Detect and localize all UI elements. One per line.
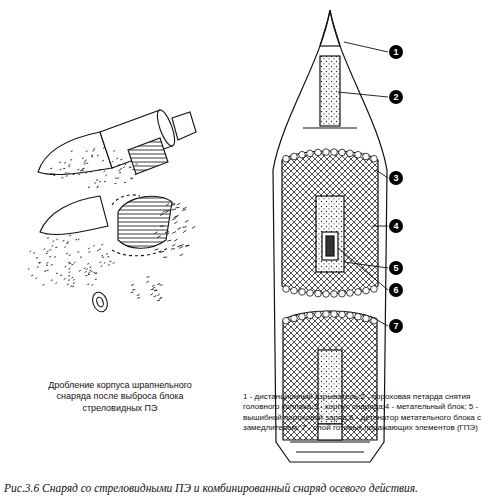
cap-joint	[303, 127, 357, 128]
callout-number: 2	[389, 90, 403, 104]
fuze	[320, 10, 340, 46]
callout-text: 3	[393, 174, 398, 183]
flechette-block	[128, 138, 168, 174]
flechette-block-open	[118, 196, 172, 248]
throwing-block-upper	[282, 151, 378, 294]
illustration-caption: Дробление корпуса шрапнельного снаряда п…	[36, 380, 204, 414]
callout-text: 1	[393, 48, 398, 57]
detonator-core	[326, 236, 334, 256]
expelling-charge	[316, 196, 344, 272]
base	[290, 442, 370, 452]
nose-cone	[38, 132, 112, 175]
leader-lines	[338, 42, 388, 326]
callout-number: 5	[389, 261, 403, 275]
ready-fragments	[283, 149, 378, 324]
detonator	[322, 232, 338, 260]
callout-number: 1	[389, 45, 403, 59]
callout-number: 7	[389, 319, 403, 333]
callout-number: 6	[389, 283, 403, 297]
base-disc	[90, 290, 110, 314]
callout-text: 7	[393, 322, 398, 331]
fuze-joint	[320, 45, 340, 46]
fragment-outline	[112, 195, 168, 256]
callout-text: 6	[393, 286, 398, 295]
fragment-spray	[28, 148, 196, 301]
callout-text: 5	[393, 264, 398, 273]
callout-number: 4	[389, 219, 403, 233]
petard	[320, 56, 340, 126]
base-disc-inner	[95, 296, 104, 307]
callout-number: 3	[389, 171, 403, 185]
callout-text: 4	[393, 222, 398, 231]
shell-body-rear	[172, 112, 196, 140]
nose-cone-lower	[40, 196, 108, 234]
callout-text: 2	[393, 93, 398, 102]
figure-caption: Рис.3.6 Снаряд со стреловидными ПЭ и ком…	[4, 482, 490, 496]
shrapnel-sequence	[38, 108, 196, 314]
part-legend: 1 - дистанционный взрыватель;2 - порохов…	[243, 392, 489, 434]
